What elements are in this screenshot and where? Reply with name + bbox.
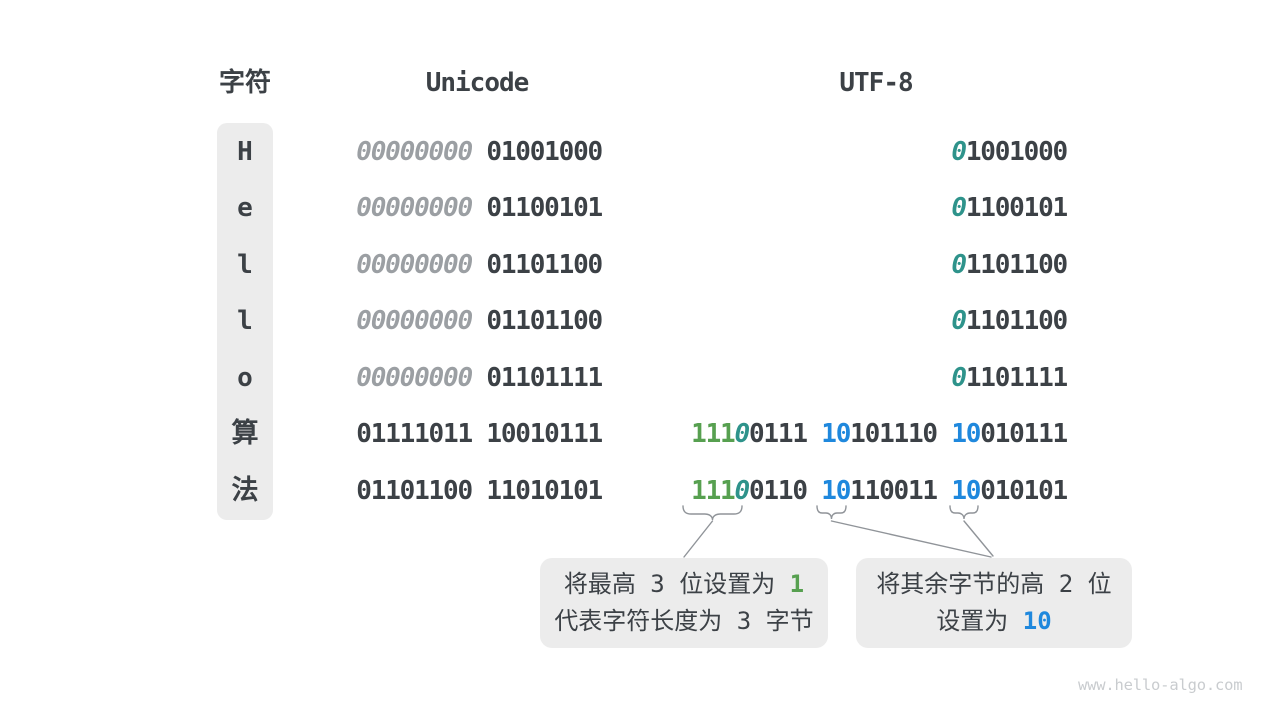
text-segment: 0 bbox=[951, 136, 967, 167]
callout-padding bbox=[540, 558, 828, 566]
text-segment: 01101100 bbox=[486, 249, 603, 280]
utf8-value: 01101100 bbox=[600, 249, 1068, 281]
text-segment: 将最高 bbox=[563, 570, 636, 598]
text-segment: 1001000 bbox=[965, 136, 1068, 167]
text-segment: 00000000 bbox=[356, 306, 487, 336]
text-segment: 将其余字节的高 bbox=[876, 570, 1045, 598]
utf8-value: 01100101 bbox=[600, 192, 1068, 224]
connector-line-byte2 bbox=[830, 520, 992, 558]
utf8-value: 11100111 10101110 10010111 bbox=[600, 418, 1068, 450]
unicode-value: 00000000 01001000 bbox=[300, 136, 603, 168]
text-segment: 01100101 bbox=[486, 193, 603, 223]
text-segment: 3 bbox=[635, 570, 680, 598]
column-header-utf8: UTF-8 bbox=[839, 68, 913, 98]
text-segment: 0 bbox=[951, 306, 967, 336]
text-segment: 10 bbox=[951, 475, 981, 506]
text-segment: 111 bbox=[691, 475, 736, 506]
character-cell: o bbox=[237, 362, 253, 393]
text-segment: 1100101 bbox=[965, 193, 1068, 223]
utf8-value: 01101100 bbox=[600, 305, 1068, 337]
character-cell: l bbox=[237, 306, 253, 336]
character-cell: 法 bbox=[231, 474, 259, 506]
text-segment: 0 bbox=[951, 193, 967, 223]
text-segment: 位 bbox=[1087, 570, 1112, 598]
unicode-value: 01111011 10010111 bbox=[300, 418, 603, 450]
unicode-value: 00000000 01101100 bbox=[300, 305, 603, 337]
text-segment: 2 bbox=[1044, 570, 1088, 598]
callout-continuation-bits: 将其余字节的高 2 位 设置为 10 bbox=[856, 558, 1132, 648]
callout-leading-bits: 将最高 3 位设置为 1 代表字符长度为 3 字节 bbox=[540, 558, 828, 648]
callout-text-line: 将最高 3 位设置为 1 bbox=[540, 566, 828, 603]
watermark: www.hello-algo.com bbox=[1078, 676, 1243, 694]
text-segment: 101110 bbox=[850, 419, 952, 449]
text-segment: 1101111 bbox=[965, 362, 1068, 393]
text-segment: 1101100 bbox=[965, 249, 1068, 280]
text-segment: 代表字符长度为 bbox=[554, 607, 723, 635]
text-segment: 0 bbox=[734, 475, 750, 506]
text-segment: 0111 bbox=[748, 419, 822, 449]
character-column-background bbox=[217, 123, 273, 520]
callout-text-line: 设置为 10 bbox=[856, 603, 1132, 640]
underbrace-continuation-byte-3 bbox=[949, 505, 979, 520]
callout-text-line: 将其余字节的高 2 位 bbox=[856, 566, 1132, 603]
connector-line-leading bbox=[683, 520, 714, 558]
text-segment: 位设置为 bbox=[679, 570, 776, 598]
text-segment: 10 bbox=[821, 475, 851, 506]
character-cell: l bbox=[237, 249, 253, 280]
utf8-value: 01101111 bbox=[600, 362, 1068, 394]
text-segment: 10 bbox=[1008, 607, 1052, 635]
text-segment: 01101100 11010101 bbox=[356, 475, 603, 506]
text-segment: 00000000 bbox=[356, 362, 487, 393]
text-segment: 10 bbox=[951, 419, 981, 449]
underbrace-leading-bits bbox=[682, 505, 743, 521]
character-cell: e bbox=[237, 193, 253, 223]
connector-line-byte3 bbox=[963, 520, 994, 557]
text-segment: 111 bbox=[691, 419, 736, 449]
text-segment: 1 bbox=[775, 570, 805, 598]
utf8-value: 01001000 bbox=[600, 136, 1068, 168]
text-segment: 00000000 bbox=[356, 136, 487, 167]
text-segment: 110011 bbox=[850, 475, 952, 506]
text-segment: 00000000 bbox=[356, 249, 487, 280]
text-segment: 00000000 bbox=[356, 193, 487, 223]
utf8-value: 11100110 10110011 10010101 bbox=[600, 475, 1068, 507]
text-segment: 01111011 10010111 bbox=[356, 419, 603, 449]
text-segment: 1101100 bbox=[965, 306, 1068, 336]
text-segment: 0 bbox=[951, 249, 967, 280]
text-segment: 0 bbox=[951, 362, 967, 393]
callout-padding bbox=[856, 558, 1132, 566]
callout-text-line: 代表字符长度为 3 字节 bbox=[540, 603, 828, 640]
character-cell: 算 bbox=[231, 418, 259, 449]
unicode-value: 00000000 01100101 bbox=[300, 192, 603, 224]
text-segment: 设置为 bbox=[936, 607, 1009, 635]
text-segment: 01001000 bbox=[486, 136, 603, 167]
text-segment: 字节 bbox=[765, 607, 814, 635]
text-segment: 01101100 bbox=[486, 306, 603, 336]
unicode-value: 01101100 11010101 bbox=[300, 475, 603, 507]
text-segment: 10 bbox=[821, 419, 851, 449]
text-segment: 01101111 bbox=[486, 362, 603, 393]
column-header-unicode: Unicode bbox=[425, 68, 530, 98]
unicode-value: 00000000 01101100 bbox=[300, 249, 603, 281]
text-segment: 3 bbox=[722, 607, 766, 635]
text-segment: 010111 bbox=[980, 419, 1068, 449]
underbrace-continuation-byte-2 bbox=[816, 505, 847, 520]
unicode-value: 00000000 01101111 bbox=[300, 362, 603, 394]
text-segment: 0110 bbox=[748, 475, 822, 506]
text-segment: 0 bbox=[734, 419, 750, 449]
text-segment: 010101 bbox=[980, 475, 1068, 506]
character-cell: H bbox=[237, 136, 253, 167]
column-header-char: 字符 bbox=[218, 68, 271, 98]
